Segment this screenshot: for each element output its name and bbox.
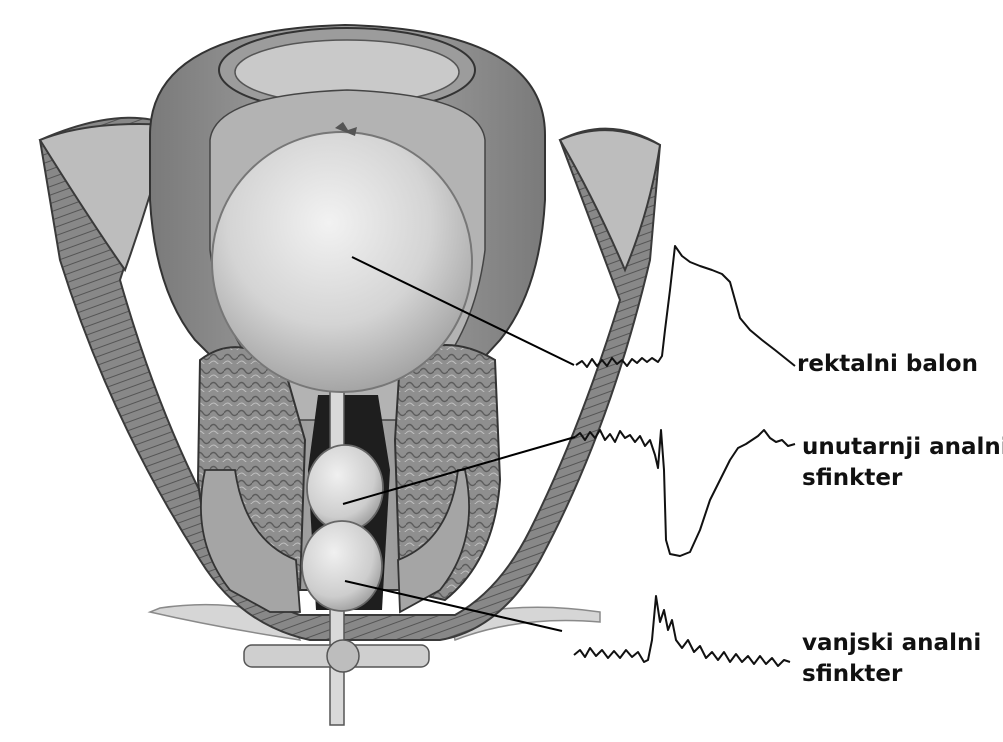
label-external-sphincter-line1: vanjski analni: [802, 628, 981, 659]
external-sphincter-pressure-trace: [574, 596, 790, 666]
label-external-sphincter: vanjski analni sfinkter: [802, 628, 981, 690]
rectal-balloon: [212, 132, 472, 392]
label-internal-sphincter: unutarnji analni sfinkter: [802, 432, 1003, 494]
label-rectal-balloon: rektalni balon: [797, 349, 978, 380]
label-external-sphincter-line2: sfinkter: [802, 659, 981, 690]
label-internal-sphincter-line2: sfinkter: [802, 463, 1003, 494]
internal-sphincter-balloon: [307, 445, 383, 531]
external-sphincter-balloon: [302, 521, 382, 611]
internal-sphincter-pressure-trace: [575, 430, 795, 556]
label-internal-sphincter-line1: unutarnji analni: [802, 432, 1003, 463]
